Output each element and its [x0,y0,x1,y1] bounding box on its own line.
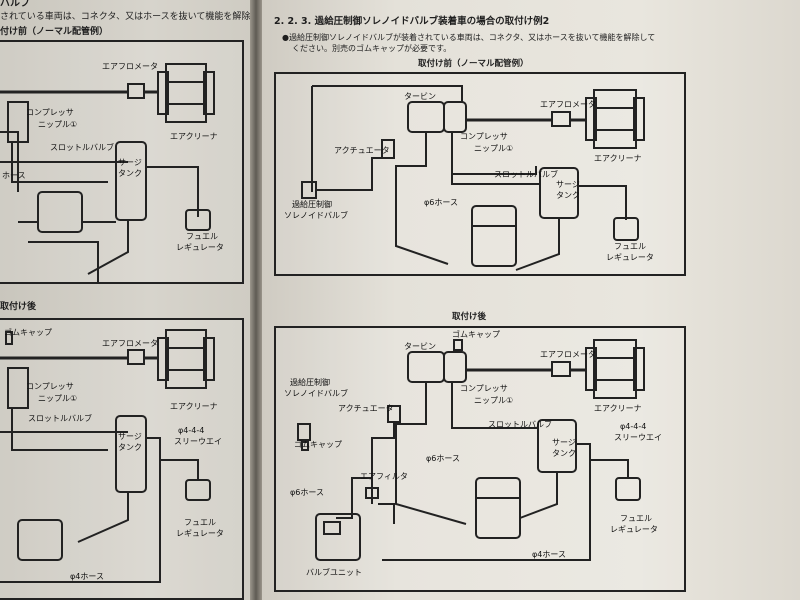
ra-rubbercap-label: ゴムキャップ [452,330,500,339]
after-diagram: タービン ゴムキャップ エアフロメータ 過給圧制御 ソレノイドバルブ コンプレッ… [274,326,686,592]
ra-phi6hose1-label: φ6ホース [426,454,460,463]
before-drawing [301,85,645,271]
ra-phi4hose-label: φ4ホース [532,550,566,559]
lb-regulator-label: レギュレータ [176,243,224,252]
rb-nipple-label: ニップル① [474,144,514,153]
note-line-2: ください。別売のゴムキャップが必要です。 [292,44,452,53]
ra-fuel-label: フュエル [620,514,652,523]
rb-airflow-label: エアフロメータ [540,100,596,109]
left-after-diagram: ゴムキャップ エアフロメータ コンプレッサ ニップル① エアクリーナ スロットル… [0,318,244,600]
ra-aircleaner-label: エアクリーナ [594,404,642,413]
rb-solenoid-label-1: 過給圧制御 [292,200,332,209]
la-phi4hose-label: φ4ホース [70,572,104,581]
left-header-note: されている車両は、コネクタ、又はホースを抜いて機能を解除して [0,12,250,22]
rb-phi6hose-label: φ6ホース [424,198,458,207]
la-threeway-label: スリーウエイ [174,437,222,446]
lb-tank-label: タンク [118,169,142,178]
la-rubbercap-label: ゴムキャップ [4,328,52,337]
la-tank-label: タンク [118,443,142,452]
rb-regulator-label: レギュレータ [606,253,654,262]
left-after-drawing [0,329,215,583]
la-surge-label: サージ [118,432,142,441]
ra-airfilter-label: エアフィルタ [360,472,408,481]
ra-rubbercap2-label: ゴムキャップ [294,440,342,449]
ra-actuator-label: アクチュエータ [338,404,394,413]
rb-compressor-label: コンプレッサ [460,132,508,141]
lb-compressor-label: コンプレッサ [26,108,74,117]
lb-hose-label: ホース [2,171,26,180]
lb-nipple-label: ニップル① [38,120,78,129]
after-title: 取付け後 [452,312,487,322]
rb-surge-label: サージ [556,180,580,189]
before-title: 取付け前（ノーマル配管例） [418,59,529,69]
ra-compressor-label: コンプレッサ [460,384,508,393]
ra-airflow-label: エアフロメータ [540,350,596,359]
right-page: 2. 2. 3. 過給圧制御ソレノイドバルブ装着車の場合の取付け例2 ●過給圧制… [262,0,800,600]
lb-surge-label: サージ [118,158,142,167]
left-before-title: 付け前（ノーマル配管例） [0,27,109,37]
la-airflow-label: エアフロメータ [102,339,158,348]
left-after-title: 取付け後 [0,302,37,312]
rb-fuel-label: フュエル [614,242,646,251]
la-aircleaner-label: エアクリーナ [170,402,218,411]
ra-valveunit-label: バルブユニット [306,568,362,577]
rb-tank-label: タンク [556,191,580,200]
ra-phi6hose2-label: φ6ホース [290,488,324,497]
ra-threeway-label: スリーウエイ [614,433,662,442]
la-compressor-label: コンプレッサ [26,382,74,391]
la-regulator-label: レギュレータ [176,529,224,538]
ra-throttle-label: スロットルバルブ [488,420,552,429]
left-before-drawing [0,63,215,282]
la-throttle-label: スロットルバルブ [28,414,92,423]
book-gutter [250,0,262,600]
note-line-1: ●過給圧制御ソレノイドバルブが装着されている車両は、コネクタ、又はホースを抜いて… [282,33,656,42]
before-diagram: タービン エアフロメータ コンプレッサ ニップル① アクチュエータ エアクリーナ… [274,72,686,276]
lb-airflow-label: エアフロメータ [102,62,158,71]
ra-tank-label: タンク [552,449,576,458]
la-fuel-label: フュエル [184,518,216,527]
rb-aircleaner-label: エアクリーナ [594,154,642,163]
lb-aircleaner-label: エアクリーナ [170,132,218,141]
lb-fuel-label: フュエル [186,232,218,241]
rb-actuator-label: アクチュエータ [334,146,390,155]
ra-solenoid-label-2: ソレノイドバルブ [284,389,348,398]
la-nipple-label: ニップル① [38,394,78,403]
left-before-diagram: エアフロメータ コンプレッサ ニップル① エアクリーナ スロットルバルブ サージ… [0,40,244,284]
la-phi444-label: φ4-4-4 [178,426,205,435]
ra-regulator-label: レギュレータ [610,525,658,534]
left-header-title: バルブ [0,0,30,9]
section-title: 2. 2. 3. 過給圧制御ソレノイドバルブ装着車の場合の取付け例2 [274,16,550,27]
rb-throttle-label: スロットルバルブ [494,170,558,179]
after-drawing [297,339,645,561]
left-page: バルブ されている車両は、コネクタ、又はホースを抜いて機能を解除して 付け前（ノ… [0,0,250,600]
ra-nipple-label: ニップル① [474,396,514,405]
rb-solenoid-label-2: ソレノイドバルブ [284,211,348,220]
ra-phi444-label: φ4-4-4 [620,422,647,431]
ra-surge-label: サージ [552,438,576,447]
rb-turbine-label: タービン [404,92,436,101]
ra-solenoid-label-1: 過給圧制御 [290,378,330,387]
ra-turbine-label: タービン [404,342,436,351]
lb-throttle-label: スロットルバルブ [50,143,114,152]
